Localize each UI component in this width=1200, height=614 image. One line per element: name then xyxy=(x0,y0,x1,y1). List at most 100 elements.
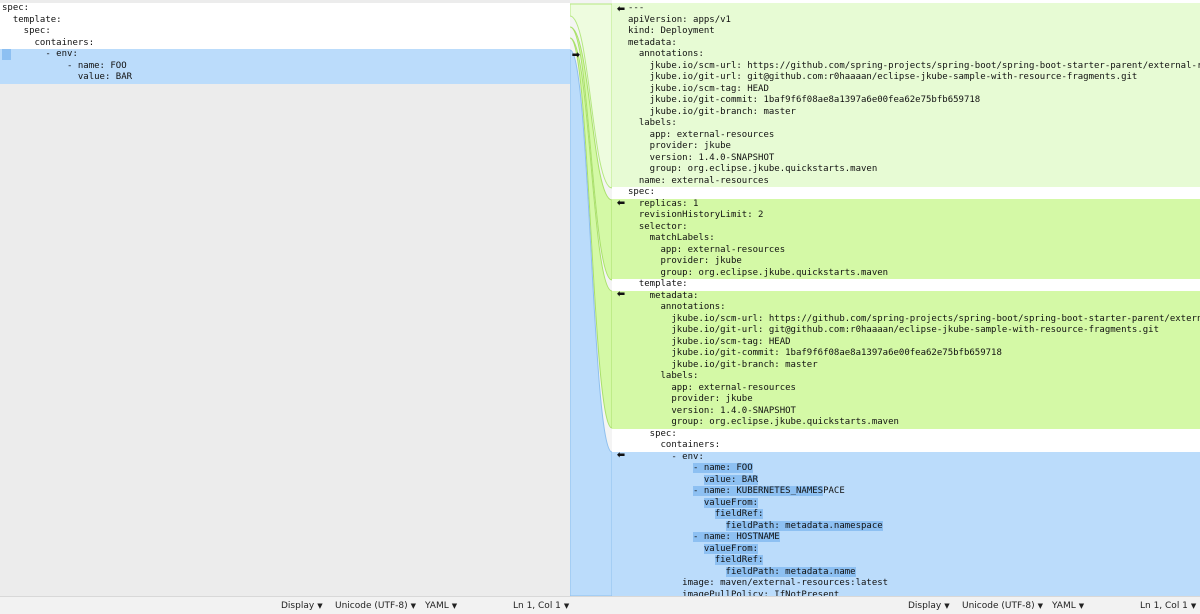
line-text: annotations: xyxy=(628,302,726,312)
code-line[interactable]: jkube.io/git-commit: 1baf9f6f08ae8a1397a… xyxy=(612,95,1200,107)
code-line[interactable]: annotations: xyxy=(612,302,1200,314)
code-line[interactable]: imagePullPolicy: IfNotPresent xyxy=(612,589,1200,596)
line-text: jkube.io/git-branch: master xyxy=(628,359,818,370)
code-line[interactable]: spec: xyxy=(612,428,1200,440)
code-line[interactable]: valueFrom: xyxy=(612,497,1200,509)
code-line[interactable]: version: 1.4.0-SNAPSHOT xyxy=(612,405,1200,417)
line-text: spec: xyxy=(2,3,30,13)
code-line[interactable]: app: external-resources xyxy=(612,382,1200,394)
code-line[interactable]: jkube.io/scm-tag: HEAD xyxy=(612,336,1200,348)
line-text: - env: xyxy=(2,49,78,59)
code-line[interactable]: - name: FOO xyxy=(0,60,570,72)
encoding-menu[interactable]: Unicode (UTF-8)▼ xyxy=(962,601,1044,611)
code-line[interactable]: template: xyxy=(612,279,1200,291)
line-text: fieldRef: xyxy=(628,555,764,565)
code-line[interactable]: group: org.eclipse.jkube.quickstarts.mav… xyxy=(612,164,1200,176)
line-text: image: maven/external-resources:latest xyxy=(628,578,889,588)
line-suffix: PACE xyxy=(823,486,845,496)
code-line[interactable]: jkube.io/git-url: git@github.com:r0haaaa… xyxy=(612,325,1200,337)
code-line[interactable]: jkube.io/git-commit: 1baf9f6f08ae8a1397a… xyxy=(612,348,1200,360)
code-line[interactable]: matchLabels: xyxy=(612,233,1200,245)
code-line[interactable]: - env: xyxy=(612,451,1200,463)
code-line[interactable]: metadata: xyxy=(612,37,1200,49)
code-line[interactable]: jkube.io/git-branch: master xyxy=(612,106,1200,118)
line-prefix xyxy=(628,463,693,473)
code-line[interactable]: image: maven/external-resources:latest xyxy=(612,578,1200,590)
code-line[interactable]: revisionHistoryLimit: 2 xyxy=(612,210,1200,222)
code-line[interactable]: jkube.io/scm-tag: HEAD xyxy=(612,83,1200,95)
code-line[interactable]: version: 1.4.0-SNAPSHOT xyxy=(612,152,1200,164)
changed-text-highlight: - name: HOSTNAME xyxy=(693,532,780,542)
code-line[interactable]: fieldPath: metadata.namespace xyxy=(612,520,1200,532)
code-line[interactable]: containers: xyxy=(612,440,1200,452)
code-line[interactable]: apiVersion: apps/v1 xyxy=(612,14,1200,26)
code-line[interactable]: --- xyxy=(612,3,1200,15)
changed-text-highlight: valueFrom: xyxy=(703,497,759,508)
code-line[interactable]: selector: xyxy=(612,221,1200,233)
arrow-left-icon[interactable]: ⬅ xyxy=(616,289,626,300)
line-text: group: org.eclipse.jkube.quickstarts.mav… xyxy=(628,267,889,278)
code-line[interactable]: fieldRef: xyxy=(612,509,1200,521)
code-line[interactable]: fieldRef: xyxy=(612,555,1200,567)
code-line[interactable]: group: org.eclipse.jkube.quickstarts.mav… xyxy=(612,267,1200,279)
line-text: app: external-resources xyxy=(628,129,775,140)
code-line[interactable]: value: BAR xyxy=(612,474,1200,486)
code-line[interactable]: kind: Deployment xyxy=(612,26,1200,38)
line-text: --- xyxy=(628,3,645,13)
cursor-position[interactable]: Ln 1, Col 1▼ xyxy=(1140,601,1197,611)
caret-down-icon: ▼ xyxy=(1190,602,1197,610)
connector-added-metadata xyxy=(570,3,612,189)
code-line[interactable]: metadata: xyxy=(612,290,1200,302)
code-line[interactable]: name: external-resources xyxy=(612,175,1200,187)
arrow-left-icon[interactable]: ⬅ xyxy=(616,198,626,209)
code-line[interactable]: jkube.io/scm-url: https://github.com/spr… xyxy=(612,60,1200,72)
code-line[interactable]: spec: xyxy=(0,26,570,38)
code-line[interactable]: provider: jkube xyxy=(612,141,1200,153)
code-line[interactable]: app: external-resources xyxy=(612,244,1200,256)
line-prefix xyxy=(628,555,715,565)
code-line[interactable]: jkube.io/git-branch: master xyxy=(612,359,1200,371)
arrow-right-icon[interactable]: ➡ xyxy=(571,50,581,61)
encoding-menu[interactable]: Unicode (UTF-8)▼ xyxy=(335,601,417,611)
code-line[interactable]: valueFrom: xyxy=(612,543,1200,555)
code-line[interactable]: - name: KUBERNETES_NAMESPACE xyxy=(612,486,1200,498)
syntax-menu[interactable]: YAML▼ xyxy=(1052,601,1085,611)
left-editor-pane[interactable]: spec: template: spec: containers: - env:… xyxy=(0,0,570,596)
arrow-left-icon[interactable]: ⬅ xyxy=(616,4,626,15)
line-prefix xyxy=(628,532,693,542)
line-text: template: xyxy=(628,279,688,289)
code-line[interactable]: - env: xyxy=(0,49,570,61)
display-menu[interactable]: Display▼ xyxy=(908,601,950,611)
code-line[interactable]: replicas: 1 xyxy=(612,198,1200,210)
code-line[interactable]: provider: jkube xyxy=(612,256,1200,268)
line-text: matchLabels: xyxy=(628,233,715,243)
code-line[interactable]: spec: xyxy=(0,3,570,15)
code-line[interactable]: app: external-resources xyxy=(612,129,1200,141)
diff-connector-gutter xyxy=(570,0,612,596)
code-line[interactable]: value: BAR xyxy=(0,72,570,84)
code-line[interactable]: provider: jkube xyxy=(612,394,1200,406)
code-line[interactable]: containers: xyxy=(0,37,570,49)
code-line[interactable]: labels: xyxy=(612,371,1200,383)
cursor-position[interactable]: Ln 1, Col 1▼ xyxy=(513,601,570,611)
code-line[interactable]: - name: FOO xyxy=(612,463,1200,475)
code-line[interactable]: spec: xyxy=(612,187,1200,199)
code-line[interactable]: template: xyxy=(0,14,570,26)
code-line[interactable]: jkube.io/git-url: git@github.com:r0haaaa… xyxy=(612,72,1200,84)
connector-modified-env xyxy=(570,49,612,596)
changed-text-highlight: fieldPath: metadata.namespace xyxy=(725,520,883,531)
code-line[interactable]: group: org.eclipse.jkube.quickstarts.mav… xyxy=(612,417,1200,429)
syntax-menu[interactable]: YAML▼ xyxy=(425,601,458,611)
code-line[interactable]: annotations: xyxy=(612,49,1200,61)
code-line[interactable]: jkube.io/scm-url: https://github.com/spr… xyxy=(612,313,1200,325)
code-line[interactable]: labels: xyxy=(612,118,1200,130)
display-menu[interactable]: Display▼ xyxy=(281,601,323,611)
line-text: metadata: xyxy=(628,290,699,301)
line-prefix xyxy=(628,498,704,508)
arrow-left-icon[interactable]: ⬅ xyxy=(616,450,626,461)
changed-text-highlight: value: BAR xyxy=(703,474,759,485)
code-line[interactable]: - name: HOSTNAME xyxy=(612,532,1200,544)
code-line[interactable]: fieldPath: metadata.name xyxy=(612,566,1200,578)
line-text: provider: jkube xyxy=(628,141,731,151)
